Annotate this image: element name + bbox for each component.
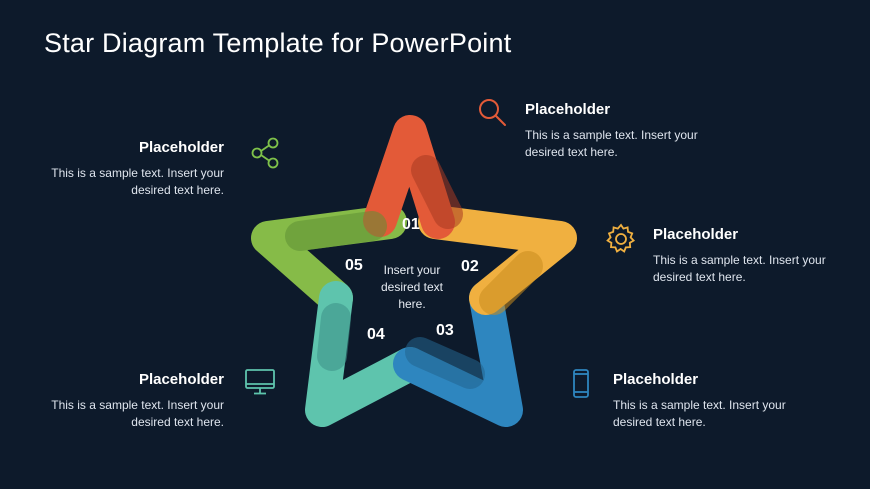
text-block-top-right: Placeholder This is a sample text. Inser… — [525, 101, 725, 161]
segment-number-05: 05 — [345, 257, 363, 274]
segment-number-01: 01 — [402, 216, 420, 233]
star-overlap-04 — [317, 303, 351, 371]
text-block-mid-right: Placeholder This is a sample text. Inser… — [653, 226, 853, 286]
text-block-top-left: Placeholder This is a sample text. Inser… — [24, 139, 224, 199]
center-text: Insert your desired text here. — [380, 263, 444, 311]
block-heading: Placeholder — [653, 226, 739, 243]
text-block-bottom-right: Placeholder This is a sample text. Inser… — [613, 371, 813, 431]
segment-number-04: 04 — [367, 326, 385, 343]
block-heading: Placeholder — [613, 371, 699, 388]
text-block-bottom-left: Placeholder This is a sample text. Inser… — [24, 371, 224, 431]
block-body: This is a sample text. Insert your desir… — [525, 128, 698, 159]
block-heading: Placeholder — [525, 101, 611, 118]
block-heading: Placeholder — [138, 139, 224, 156]
search-icon — [479, 99, 506, 126]
star-overlap-02 — [479, 251, 543, 315]
share-icon — [251, 137, 279, 169]
monitor-icon — [245, 369, 275, 395]
star-overlap-05 — [285, 211, 387, 251]
block-body: This is a sample text. Insert your desir… — [51, 398, 224, 429]
segment-number-02: 02 — [461, 258, 479, 275]
block-body: This is a sample text. Insert your desir… — [51, 166, 224, 197]
star-overlap-03 — [405, 337, 485, 389]
block-body: This is a sample text. Insert your desir… — [613, 398, 786, 429]
segment-number-03: 03 — [436, 322, 454, 339]
slide-title: Star Diagram Template for PowerPoint — [44, 28, 512, 58]
star-segment-03 — [393, 281, 523, 427]
mobile-phone-icon — [573, 369, 589, 398]
block-body: This is a sample text. Insert your desir… — [653, 253, 826, 284]
gear-icon — [606, 223, 636, 253]
block-heading: Placeholder — [138, 371, 224, 388]
star-overlap-01 — [411, 155, 463, 229]
